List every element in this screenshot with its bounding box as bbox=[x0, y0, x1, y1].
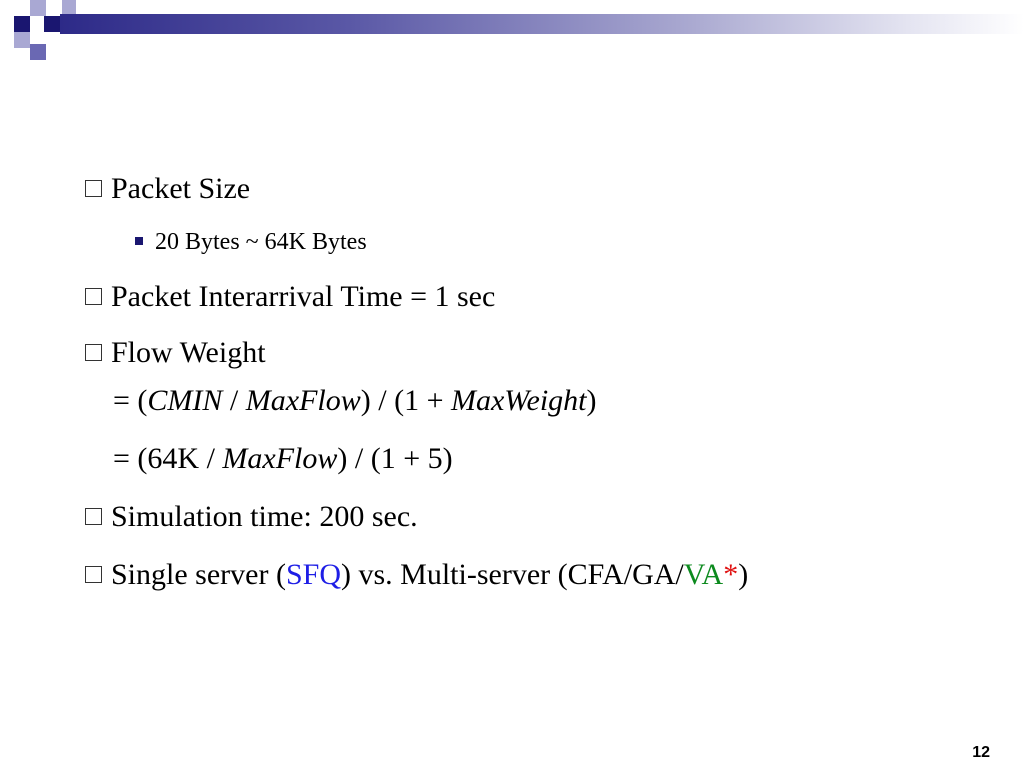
formula-part: = (64K / bbox=[113, 442, 223, 475]
formula-part: ) / (1 + 5) bbox=[337, 442, 453, 475]
bullet-text: Simulation time: 200 sec. bbox=[111, 500, 418, 533]
va-highlight: VA bbox=[683, 558, 724, 591]
sub-bullet-text: 20 Bytes ~ 64K Bytes bbox=[155, 229, 367, 255]
bullet-text: ) bbox=[738, 558, 749, 591]
formula-maxflow: MaxFlow bbox=[245, 384, 361, 417]
bullet-packet-size: Packet Size bbox=[85, 172, 250, 206]
formula-maxflow: MaxFlow bbox=[222, 442, 338, 475]
bullet-text: Packet Interarrival Time = 1 sec bbox=[111, 280, 496, 313]
va-star-marker: * bbox=[723, 558, 739, 591]
formula-part: / bbox=[222, 384, 246, 417]
slide-number: 12 bbox=[972, 744, 990, 761]
header-square-light bbox=[30, 0, 46, 16]
formula-cmin: CMIN bbox=[147, 384, 223, 417]
bullet-interarrival-time: Packet Interarrival Time = 1 sec bbox=[85, 280, 495, 314]
flow-weight-formula: = (CMIN / MaxFlow) / (1 + MaxWeight) bbox=[113, 384, 597, 418]
bullet-text: Packet Size bbox=[111, 172, 251, 205]
header-square-light-2 bbox=[14, 32, 30, 48]
header-square-light-3 bbox=[62, 0, 76, 14]
formula-part: = ( bbox=[113, 384, 148, 417]
header-square-mid bbox=[30, 44, 46, 60]
header-square-navy bbox=[14, 16, 30, 32]
header-square-navy-2 bbox=[44, 16, 60, 32]
hollow-box-bullet-icon bbox=[85, 180, 102, 197]
formula-maxweight: MaxWeight bbox=[450, 384, 587, 417]
bullet-text: ) vs. Multi-server (CFA/GA/ bbox=[341, 558, 684, 591]
bullet-server-comparison: Single server (SFQ) vs. Multi-server (CF… bbox=[85, 558, 748, 592]
formula-part: ) bbox=[586, 384, 597, 417]
bullet-text: Flow Weight bbox=[111, 336, 266, 369]
filled-square-bullet-icon bbox=[135, 237, 143, 245]
bullet-text: Single server ( bbox=[111, 558, 286, 591]
bullet-simulation-time: Simulation time: 200 sec. bbox=[85, 500, 418, 534]
flow-weight-formula-values: = (64K / MaxFlow) / (1 + 5) bbox=[113, 442, 453, 476]
bullet-flow-weight: Flow Weight bbox=[85, 336, 266, 370]
hollow-box-bullet-icon bbox=[85, 508, 102, 525]
hollow-box-bullet-icon bbox=[85, 288, 102, 305]
header-gradient-bar bbox=[60, 14, 1024, 34]
sub-bullet-packet-size-range: 20 Bytes ~ 64K Bytes bbox=[135, 228, 367, 256]
sfq-highlight: SFQ bbox=[285, 558, 341, 591]
hollow-box-bullet-icon bbox=[85, 344, 102, 361]
hollow-box-bullet-icon bbox=[85, 566, 102, 583]
formula-part: ) / (1 + bbox=[360, 384, 451, 417]
